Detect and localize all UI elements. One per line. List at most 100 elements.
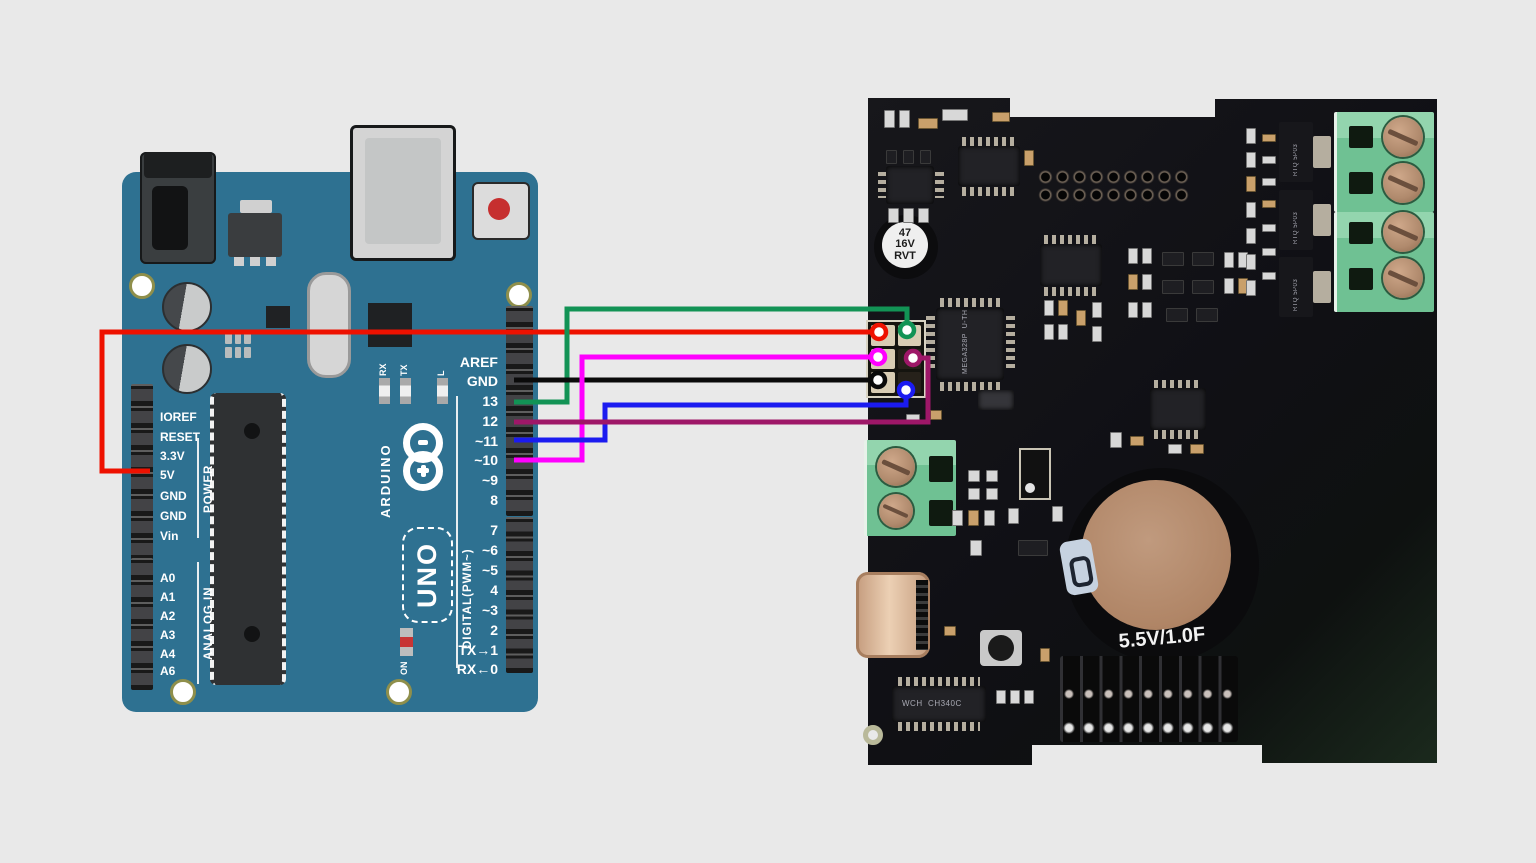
smd-component bbox=[968, 470, 980, 482]
smd-component bbox=[1058, 324, 1068, 340]
analog-header bbox=[131, 558, 153, 690]
regulator-leg bbox=[250, 257, 260, 266]
smd-component bbox=[1044, 324, 1054, 340]
smd-component bbox=[996, 690, 1006, 704]
smd-component bbox=[1246, 228, 1256, 244]
tactile-button-cap bbox=[988, 635, 1014, 661]
terminal-block bbox=[1334, 112, 1434, 212]
terminal-block bbox=[1334, 212, 1434, 312]
smd-component bbox=[1162, 280, 1184, 294]
pin-label-3v3: 3.3V bbox=[160, 449, 185, 463]
smd-component bbox=[920, 150, 931, 164]
arduino-logo-ring-plus bbox=[403, 451, 443, 491]
l-led bbox=[437, 378, 448, 404]
smd-component bbox=[1262, 248, 1276, 256]
pin-label-rx0: RX←0 bbox=[456, 661, 498, 677]
pcb-mounting-hole bbox=[863, 725, 883, 745]
wire-terminal-red bbox=[869, 322, 889, 342]
soic8-chip bbox=[886, 166, 934, 204]
smd-component bbox=[1058, 300, 1068, 316]
capacitor-label: 47 16V RVT bbox=[882, 222, 928, 268]
reset-button bbox=[472, 182, 530, 240]
voltage-regulator-tab bbox=[240, 200, 272, 213]
wire-terminal-blue bbox=[896, 380, 916, 400]
smd-component bbox=[1192, 252, 1214, 266]
usb-serial-chip: WCH CH340C bbox=[892, 686, 986, 722]
pin-label-a2: A2 bbox=[160, 609, 176, 623]
terminal-hole bbox=[929, 500, 953, 526]
smd-component bbox=[1224, 252, 1234, 268]
mounting-hole bbox=[386, 679, 412, 705]
smd-component bbox=[1128, 248, 1138, 264]
smd-component bbox=[888, 208, 899, 223]
tactile-button bbox=[974, 626, 1028, 670]
terminal-screw bbox=[1383, 258, 1423, 298]
pin-label-ioref: IOREF bbox=[160, 410, 197, 424]
capacitor bbox=[162, 344, 212, 394]
mosfet-tab bbox=[1313, 204, 1331, 236]
smd-component bbox=[986, 488, 998, 500]
smd-component bbox=[1092, 326, 1102, 342]
smd-component bbox=[952, 510, 963, 526]
mcu-leads bbox=[1006, 316, 1015, 372]
terminal-hole bbox=[1349, 172, 1373, 194]
wire-terminal-green bbox=[897, 320, 917, 340]
buffer-chip bbox=[1040, 244, 1102, 286]
smd-component bbox=[1246, 152, 1256, 168]
uno-model-badge: UNO bbox=[402, 527, 453, 623]
terminal-block-2pos bbox=[864, 440, 956, 536]
smd-component bbox=[899, 110, 910, 128]
smd-component bbox=[1142, 248, 1152, 264]
ic-leads bbox=[1154, 430, 1202, 439]
smd-component bbox=[1262, 200, 1276, 208]
icsp-header bbox=[225, 333, 251, 358]
reset-button-cap bbox=[488, 198, 510, 220]
power-led bbox=[400, 628, 413, 656]
smd-component bbox=[884, 110, 895, 128]
pin-label-8: 8 bbox=[490, 492, 498, 508]
digital-header-top bbox=[506, 306, 533, 516]
dc-barrel-jack-hole bbox=[152, 186, 188, 250]
mosfet-tab bbox=[1313, 136, 1331, 168]
smd-component bbox=[903, 150, 914, 164]
pin-label-4: 4 bbox=[490, 582, 498, 598]
terminal-screw bbox=[877, 448, 915, 486]
pin-label-a6: A6 bbox=[160, 664, 176, 678]
wire-red bbox=[99, 329, 879, 474]
regulator-leg bbox=[234, 257, 244, 266]
digital-group-bracket bbox=[456, 396, 458, 668]
smd-component bbox=[1166, 308, 1188, 322]
pin-label-tx1: TX→1 bbox=[458, 642, 498, 658]
pin-label-7: 7 bbox=[490, 522, 498, 538]
terminal-screw bbox=[1383, 117, 1423, 157]
wire-crimson bbox=[514, 355, 931, 425]
terminal-hole bbox=[1349, 268, 1373, 290]
smd-component bbox=[918, 118, 938, 129]
smd-component bbox=[1142, 302, 1152, 318]
mcu-leads bbox=[940, 298, 1000, 307]
atmega-dip-chip bbox=[210, 393, 286, 685]
smd-ic bbox=[368, 303, 412, 347]
electrolytic-capacitor: 47 16V RVT bbox=[874, 215, 938, 279]
terminal-screw bbox=[1383, 163, 1423, 203]
wire-blue bbox=[514, 390, 909, 443]
smd-component bbox=[1052, 506, 1063, 522]
mosfet: RTQ 5P03 bbox=[1279, 190, 1313, 250]
tssop-chip bbox=[958, 146, 1020, 186]
smd-component bbox=[1130, 436, 1144, 446]
ic-leads bbox=[1044, 235, 1098, 244]
ic-leads bbox=[898, 677, 980, 686]
smd-component bbox=[903, 208, 914, 223]
smd-component bbox=[1246, 202, 1256, 218]
smd-component bbox=[968, 488, 980, 500]
smd-component bbox=[1196, 308, 1218, 322]
bottom-pin-header bbox=[1060, 656, 1238, 742]
smd-component bbox=[886, 150, 897, 164]
terminal-screw bbox=[879, 494, 913, 528]
mosfet-tab bbox=[1313, 271, 1331, 303]
pin-label-9: ~9 bbox=[482, 472, 498, 488]
smd-component bbox=[1040, 648, 1050, 662]
smd-component bbox=[1190, 444, 1204, 454]
smd-component bbox=[1010, 690, 1020, 704]
